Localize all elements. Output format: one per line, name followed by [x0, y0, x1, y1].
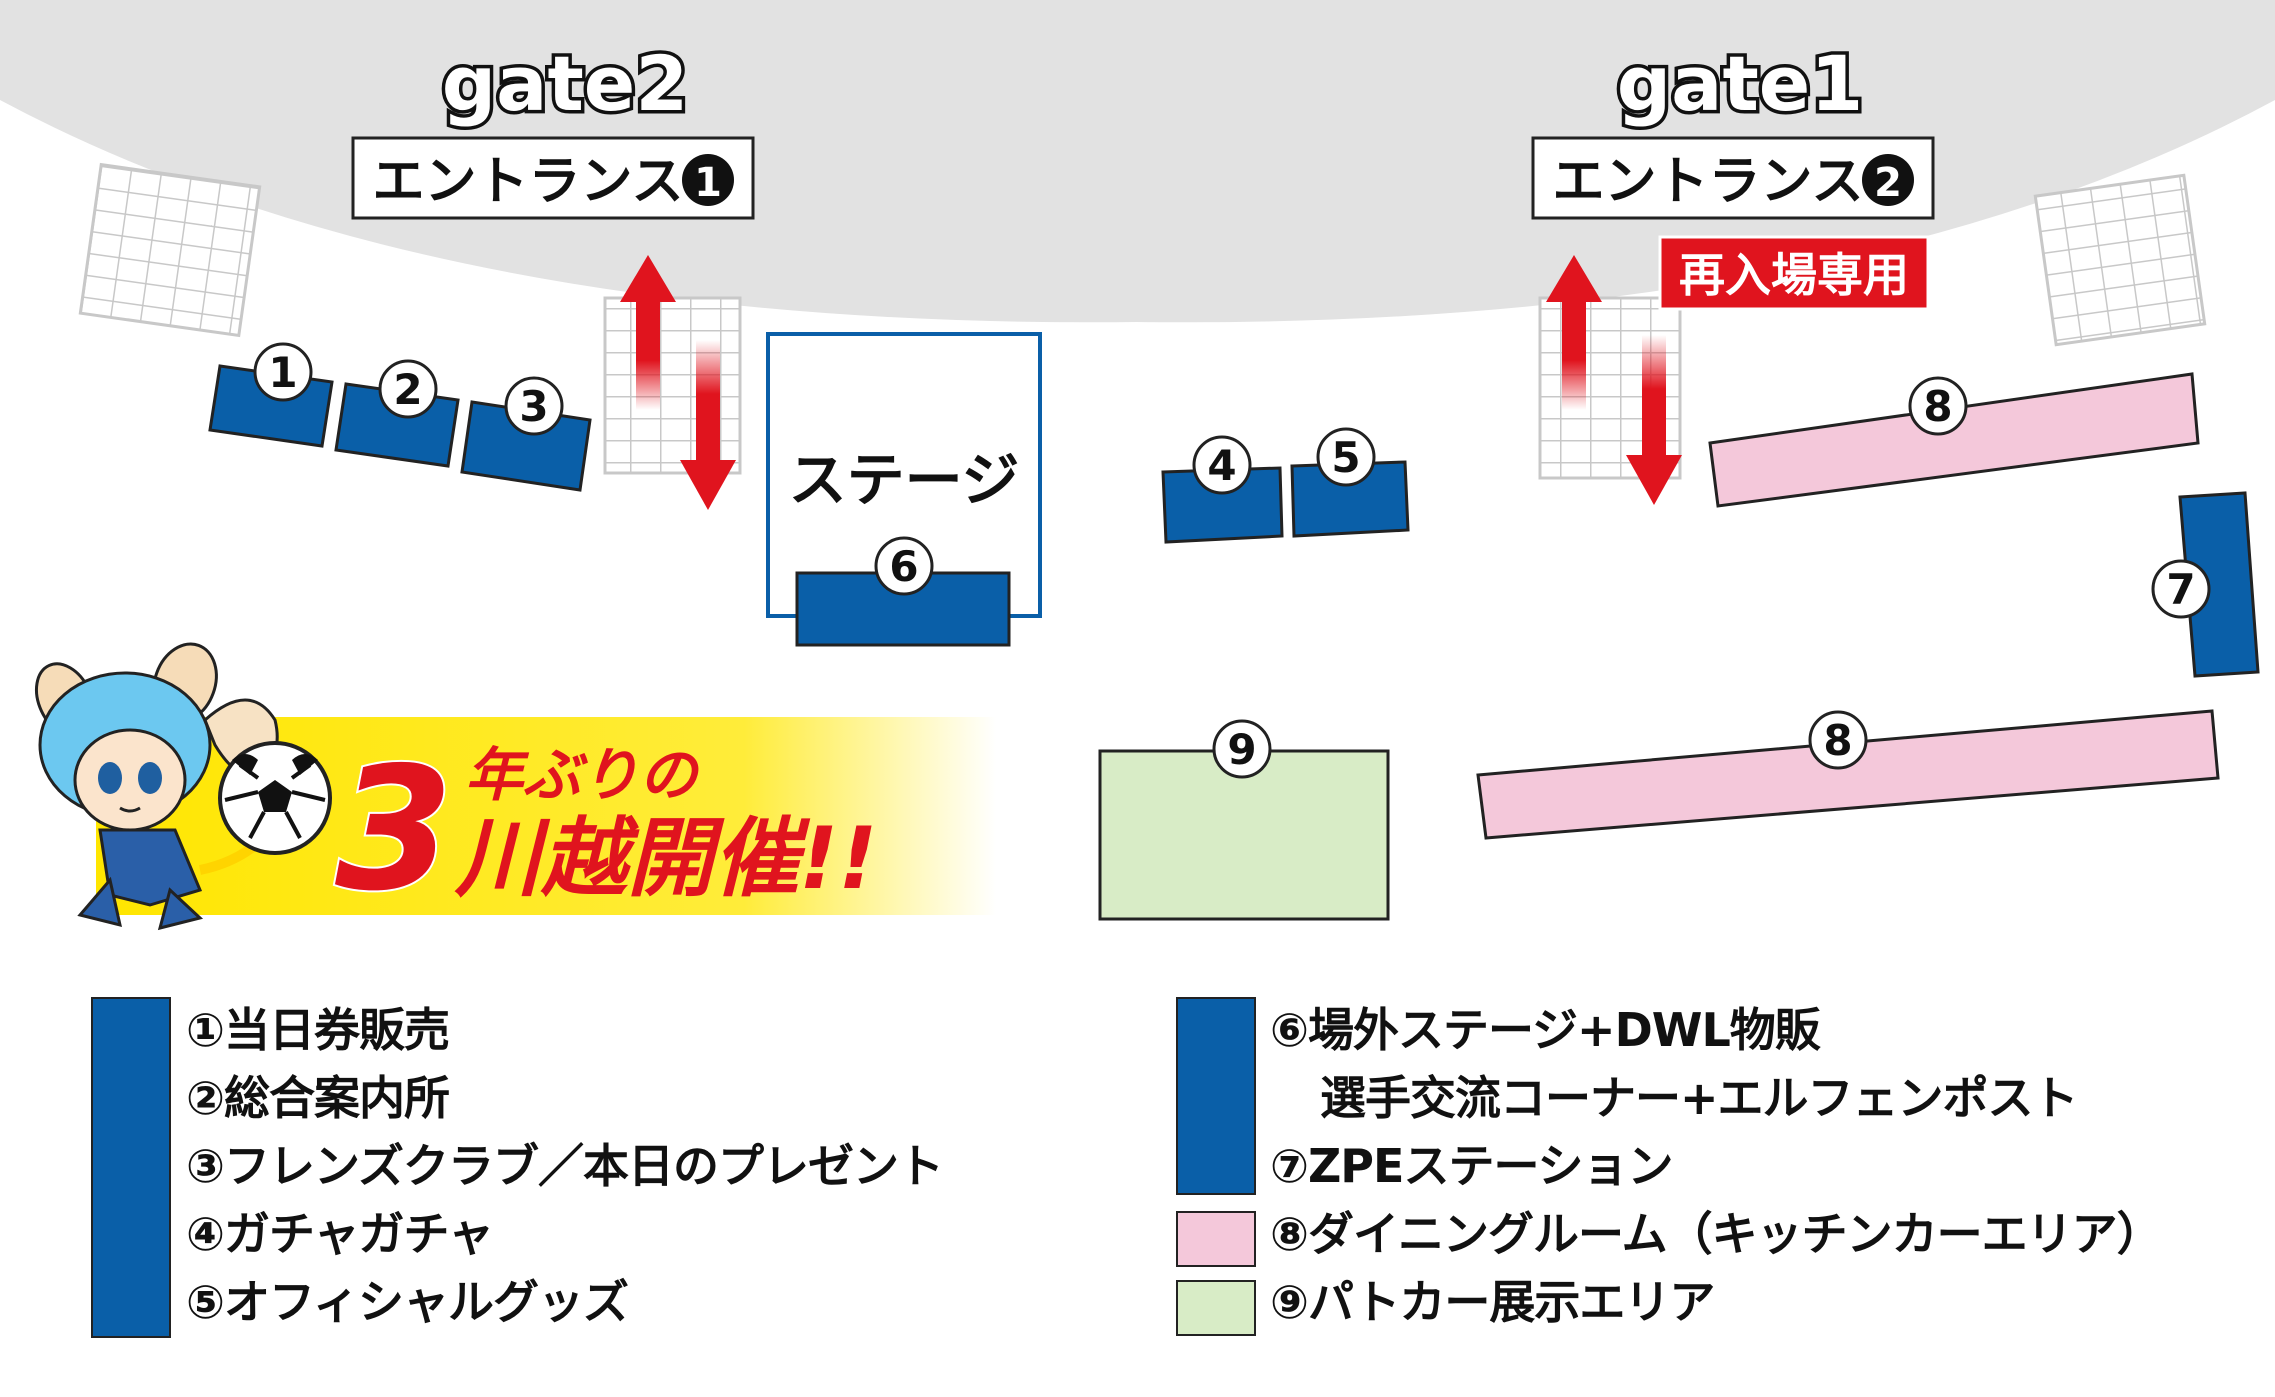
legend-item-4: ④ガチャガチャ — [186, 1207, 494, 1261]
entrance-2-box: エントランス 2 — [1531, 136, 1935, 220]
marker-4: 4 — [1207, 441, 1236, 490]
banner-big-number: 3 — [335, 731, 453, 929]
marker-1: 1 — [268, 348, 297, 397]
legend-swatch-blue-right — [1176, 997, 1256, 1195]
svg-text:エントランス: エントランス — [1553, 152, 1864, 212]
legend-item-8: ⑧ダイニングルーム（キッチンカーエリア） — [1270, 1207, 2163, 1261]
seating-blocks — [78, 162, 2207, 480]
svg-text:1: 1 — [694, 160, 722, 206]
legend-item-2: ②総合案内所 — [186, 1071, 450, 1125]
legend-item-5: ⑤オフィシャルグッズ — [186, 1275, 629, 1329]
marker-9: 9 — [1227, 725, 1256, 774]
stage-label: ステージ — [789, 446, 1020, 514]
legend-item-6: ⑥場外ステージ+DWL物販 — [1270, 1003, 1821, 1057]
legend-swatch-green — [1176, 1280, 1256, 1336]
legend-left: ①当日券販売 ②総合案内所 ③フレンズクラブ／本日のプレゼント ④ガチャガチャ … — [186, 996, 944, 1336]
gate1-title: gate1 — [1617, 39, 1863, 128]
dining-area-lower — [1476, 709, 2220, 840]
marker-8-lower: 8 — [1823, 716, 1852, 765]
svg-text:再入場専用: 再入場専用 — [1679, 248, 1909, 302]
legend-item-6-sub: 選手交流コーナー+エルフェンポスト — [1320, 1071, 2079, 1125]
gate2-arrows — [620, 255, 736, 510]
marker-8-upper: 8 — [1923, 382, 1952, 431]
marker-5: 5 — [1331, 433, 1360, 482]
entrance-1-box: エントランス 1 — [351, 136, 755, 220]
dining-area-upper — [1708, 372, 2200, 508]
legend-item-9: ⑨パトカー展示エリア — [1270, 1275, 1715, 1329]
svg-text:エントランス: エントランス — [373, 152, 684, 212]
stage-area — [766, 332, 1042, 618]
legend-right: ⑥場外ステージ+DWL物販 選手交流コーナー+エルフェンポスト ⑦ZPEステーシ… — [1270, 996, 2163, 1336]
legend-swatch-blue-left — [91, 997, 171, 1338]
marker-6: 6 — [889, 542, 918, 591]
soccer-ball-icon — [218, 741, 332, 855]
gate2-title: gate2 — [442, 39, 688, 128]
patrol-car-area — [1098, 749, 1390, 921]
gate1-arrows — [1546, 255, 1682, 505]
legend-item-1: ①当日券販売 — [186, 1003, 450, 1057]
legend-item-3: ③フレンズクラブ／本日のプレゼント — [186, 1139, 944, 1193]
banner-line2: 川越開催!! — [454, 809, 877, 909]
legend-swatch-pink — [1176, 1211, 1256, 1267]
reentry-only-label: 再入場専用 — [1658, 235, 1930, 311]
marker-7: 7 — [2166, 565, 2195, 614]
svg-text:2: 2 — [1874, 160, 1902, 206]
legend-item-7: ⑦ZPEステーション — [1270, 1139, 1674, 1193]
mascot-illustration — [34, 642, 284, 931]
banner-line1: 年ぶりの — [465, 741, 700, 809]
marker-2: 2 — [393, 365, 422, 414]
marker-3: 3 — [519, 382, 548, 431]
